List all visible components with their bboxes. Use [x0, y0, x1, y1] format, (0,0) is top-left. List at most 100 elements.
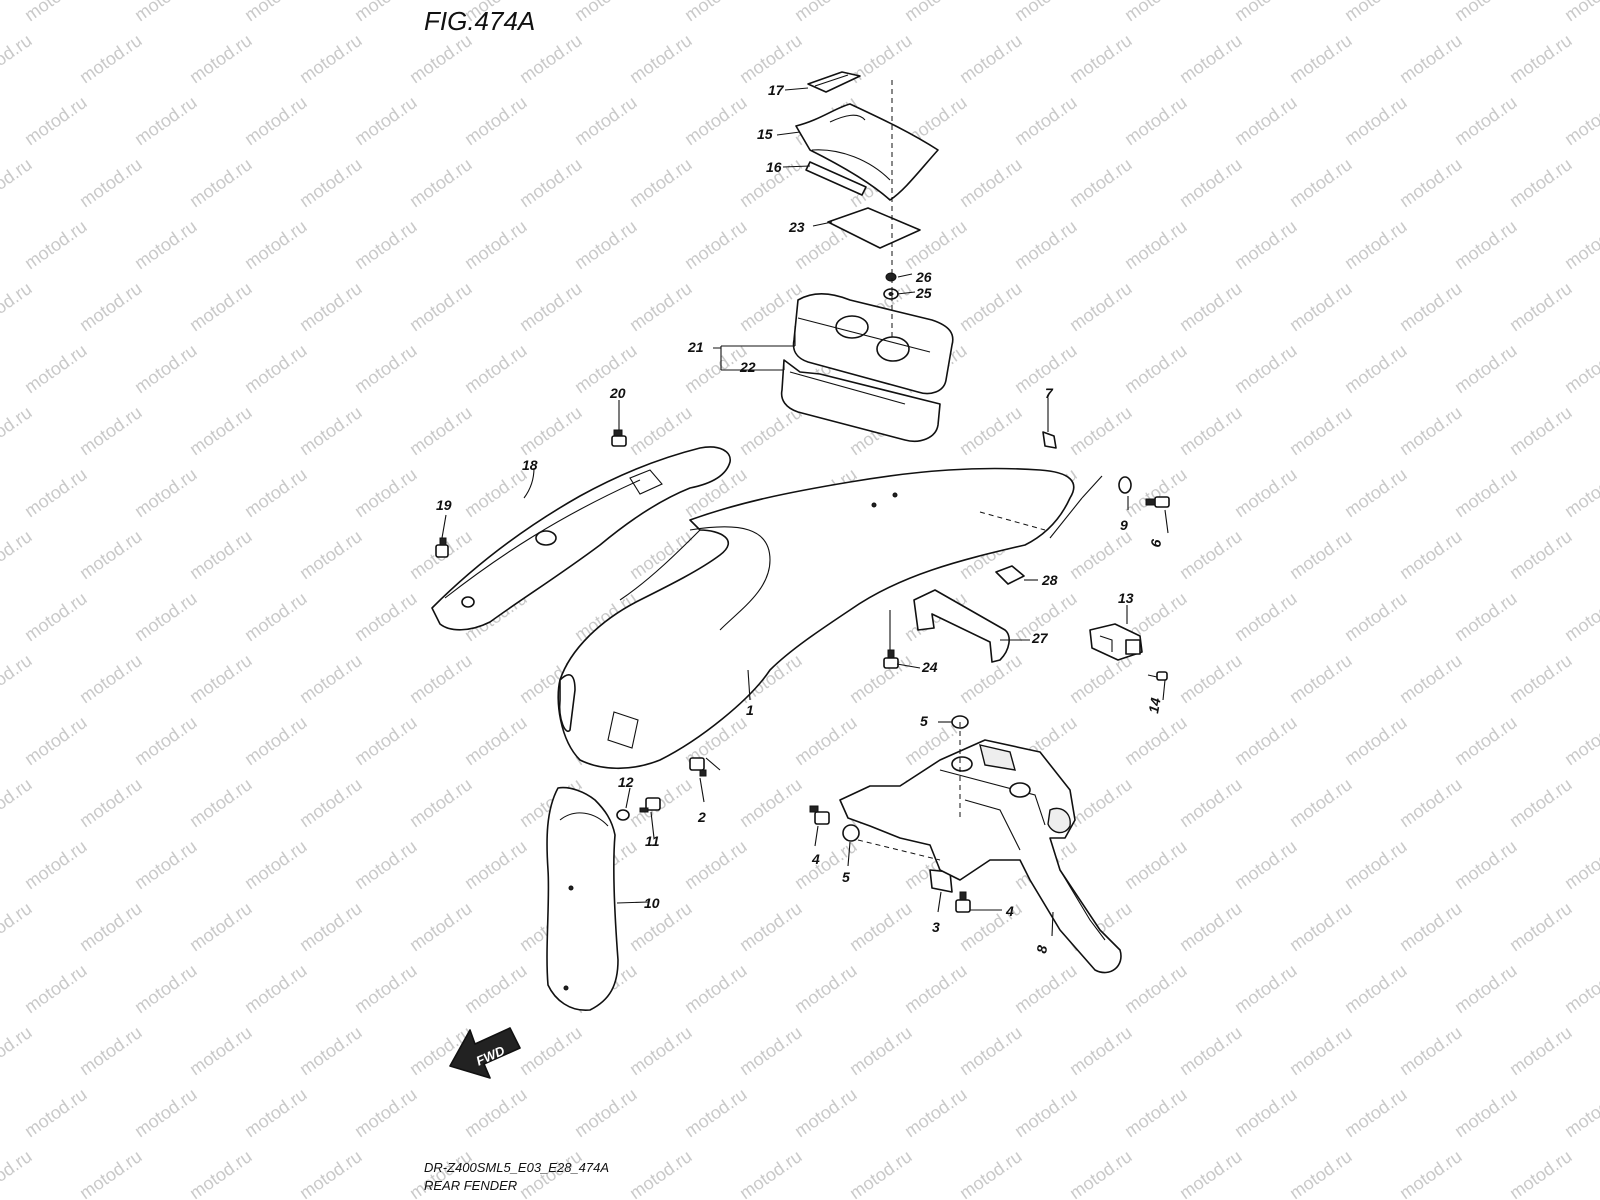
watermark-text: motod.ru	[626, 278, 696, 335]
watermark-text: motod.ru	[1341, 588, 1411, 645]
tool-part	[805, 161, 867, 196]
bolt-part	[639, 797, 661, 813]
watermark-text: motod.ru	[1341, 464, 1411, 521]
watermark-text: motod.ru	[516, 30, 586, 87]
watermark-text: motod.ru	[131, 1084, 201, 1141]
watermark-text: motod.ru	[461, 464, 531, 521]
watermark-text: motod.ru	[1286, 650, 1356, 707]
watermark-text: motod.ru	[21, 960, 91, 1017]
watermark-text: motod.ru	[1176, 1146, 1246, 1200]
watermark-text: motod.ru	[241, 340, 311, 397]
watermark-text: motod.ru	[571, 340, 641, 397]
watermark-text: motod.ru	[1176, 1022, 1246, 1079]
watermark-text: motod.ru	[1231, 1084, 1301, 1141]
watermark-text: motod.ru	[516, 1022, 586, 1079]
watermark-text: motod.ru	[681, 960, 751, 1017]
callout-14: 14	[1145, 696, 1163, 714]
watermark-text: motod.ru	[1341, 340, 1411, 397]
watermark-text: motod.ru	[76, 898, 146, 955]
watermark-text: motod.ru	[1396, 30, 1466, 87]
watermark-text: motod.ru	[21, 340, 91, 397]
watermark-text: motod.ru	[461, 92, 531, 149]
watermark-text: motod.ru	[1506, 1022, 1576, 1079]
watermark-text: motod.ru	[956, 1146, 1026, 1200]
regulator-part	[1089, 623, 1143, 661]
watermark-text: motod.ru	[626, 154, 696, 211]
watermark-text: motod.ru	[461, 836, 531, 893]
watermark-text: motod.ru	[1066, 526, 1136, 583]
watermark-text: motod.ru	[1121, 0, 1191, 25]
watermark-text: motod.ru	[21, 464, 91, 521]
manual-part	[827, 207, 921, 249]
watermark-text: motod.ru	[0, 1146, 35, 1200]
watermark-text: motod.ru	[681, 836, 751, 893]
watermark-text: motod.ru	[1451, 92, 1521, 149]
watermark-text: motod.ru	[351, 960, 421, 1017]
watermark-text: motod.ru	[1506, 402, 1576, 459]
watermark-text: motod.ru	[296, 650, 366, 707]
watermark-text: motod.ru	[681, 1084, 751, 1141]
watermark-text: motod.ru	[1286, 774, 1356, 831]
watermark-text: motod.ru	[1506, 278, 1576, 335]
bolt-part	[883, 649, 899, 669]
watermark-text: motod.ru	[1561, 588, 1600, 645]
watermark-text: motod.ru	[791, 960, 861, 1017]
watermark-text: motod.ru	[241, 0, 311, 25]
watermark-text: motod.ru	[21, 1084, 91, 1141]
watermark-text: motod.ru	[1561, 836, 1600, 893]
watermark-text: motod.ru	[1176, 402, 1246, 459]
watermark-text: motod.ru	[1286, 1022, 1356, 1079]
watermark-text: motod.ru	[131, 836, 201, 893]
watermark-text: motod.ru	[1231, 92, 1301, 149]
watermark-text: motod.ru	[1396, 774, 1466, 831]
callout-1: 1	[746, 702, 754, 718]
watermark-text: motod.ru	[186, 154, 256, 211]
watermark-text: motod.ru	[241, 836, 311, 893]
watermark-text: motod.ru	[406, 278, 476, 335]
watermark-text: motod.ru	[901, 216, 971, 273]
washer-part	[616, 809, 630, 821]
watermark-text: motod.ru	[626, 30, 696, 87]
watermark-text: motod.ru	[1231, 712, 1301, 769]
watermark-text: motod.ru	[1396, 1022, 1466, 1079]
callout-19: 19	[436, 497, 452, 513]
watermark-text: motod.ru	[791, 0, 861, 25]
watermark-text: motod.ru	[846, 650, 916, 707]
watermark-text: motod.ru	[1286, 402, 1356, 459]
watermark-text: motod.ru	[21, 836, 91, 893]
watermark-text: motod.ru	[1231, 216, 1301, 273]
watermark-text: motod.ru	[186, 650, 256, 707]
watermark-text: motod.ru	[956, 30, 1026, 87]
watermark-text: motod.ru	[736, 30, 806, 87]
watermark-text: motod.ru	[1451, 712, 1521, 769]
watermark-text: motod.ru	[1286, 898, 1356, 955]
watermark-text: motod.ru	[626, 898, 696, 955]
watermark-text: motod.ru	[571, 216, 641, 273]
watermark-text: motod.ru	[351, 0, 421, 25]
watermark-text: motod.ru	[461, 340, 531, 397]
fender-cover-part	[431, 446, 731, 631]
bolt-part	[1145, 496, 1170, 508]
callout-7: 7	[1045, 385, 1054, 401]
watermark-text: motod.ru	[21, 712, 91, 769]
watermark-text: motod.ru	[1341, 92, 1411, 149]
callout-24: 24	[921, 659, 938, 675]
watermark-text: motod.ru	[186, 1022, 256, 1079]
watermark-text: motod.ru	[76, 1146, 146, 1200]
watermark-text: motod.ru	[21, 92, 91, 149]
watermark-text: motod.ru	[406, 898, 476, 955]
watermark-text: motod.ru	[131, 92, 201, 149]
washer-part	[883, 288, 899, 300]
watermark-text: motod.ru	[1066, 154, 1136, 211]
watermark-text: motod.ru	[76, 30, 146, 87]
nut-part	[885, 272, 897, 282]
watermark-text: motod.ru	[351, 340, 421, 397]
watermark-text: motod.ru	[241, 712, 311, 769]
watermark-text: motod.ru	[241, 588, 311, 645]
clip-part	[1042, 431, 1057, 449]
watermark-text: motod.ru	[186, 1146, 256, 1200]
watermark-text: motod.ru	[296, 30, 366, 87]
watermark-text: motod.ru	[1396, 526, 1466, 583]
watermark-text: motod.ru	[901, 0, 971, 25]
watermark-text: motod.ru	[351, 588, 421, 645]
